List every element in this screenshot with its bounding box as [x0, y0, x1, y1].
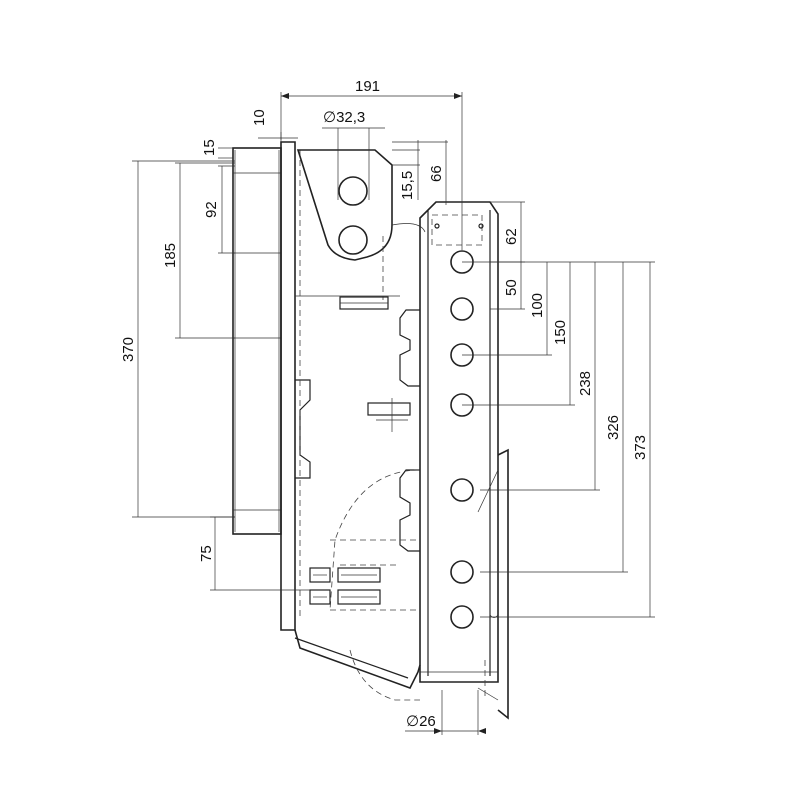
- lug-hole-upper: [338, 176, 368, 206]
- dim-191-label: 191: [355, 78, 380, 95]
- dimensions: 191 10 ∅32,3 15 15,5: [120, 78, 655, 735]
- dim-75-label: 75: [198, 545, 215, 562]
- dim-75: 75: [198, 516, 310, 591]
- dim-15: 15: [201, 139, 233, 159]
- dim-15-5: 15,5: [392, 140, 420, 200]
- lug-hole-lower: [338, 225, 368, 255]
- side-plate: [477, 448, 509, 720]
- dim-100: 100: [462, 262, 552, 356]
- dim-15-label: 15: [201, 139, 218, 156]
- dim-15-5-label: 15,5: [399, 171, 416, 200]
- dim-150: 150: [462, 262, 575, 406]
- dim-26-label: ∅26: [406, 713, 436, 730]
- dim-370: 370: [120, 160, 235, 518]
- base-section: [294, 469, 421, 701]
- dim-373: 373: [462, 261, 655, 618]
- body-notches: [339, 296, 420, 552]
- column-hole-2: [450, 297, 474, 321]
- dim-66: 66: [392, 140, 448, 205]
- column-hole-5: [450, 478, 474, 502]
- dim-150-label: 150: [552, 320, 569, 345]
- body-plate: [280, 141, 400, 631]
- bracket-lug: [296, 149, 426, 300]
- dim-10-label: 10: [251, 109, 268, 126]
- dim-32-3-label: ∅32,3: [323, 109, 365, 126]
- dim-50: 50: [490, 262, 525, 310]
- dim-185: 185: [162, 162, 235, 339]
- dim-326-label: 326: [605, 415, 622, 440]
- dim-238-label: 238: [577, 371, 594, 396]
- dim-26: ∅26: [405, 690, 486, 735]
- dim-370-label: 370: [120, 337, 137, 362]
- dim-185-label: 185: [162, 243, 179, 268]
- dim-373-label: 373: [632, 435, 649, 460]
- dim-92-label: 92: [203, 201, 220, 218]
- dim-10: 10: [251, 109, 298, 142]
- dim-326: 326: [480, 262, 628, 573]
- dim-50-label: 50: [503, 279, 520, 296]
- column-hole-7: [450, 605, 474, 629]
- part-geometry: [232, 141, 509, 720]
- dim-66-label: 66: [428, 165, 445, 182]
- dim-238: 238: [480, 262, 600, 491]
- dim-62-label: 62: [503, 228, 520, 245]
- perforated-column: [419, 201, 499, 683]
- mounting-plate: [232, 147, 282, 535]
- dim-191: 191: [280, 78, 463, 250]
- column-hole-6: [450, 560, 474, 584]
- dim-100-label: 100: [529, 293, 546, 318]
- slot-cluster: [309, 567, 381, 605]
- dim-92: 92: [203, 165, 235, 254]
- dim-32-3: ∅32,3: [322, 109, 385, 200]
